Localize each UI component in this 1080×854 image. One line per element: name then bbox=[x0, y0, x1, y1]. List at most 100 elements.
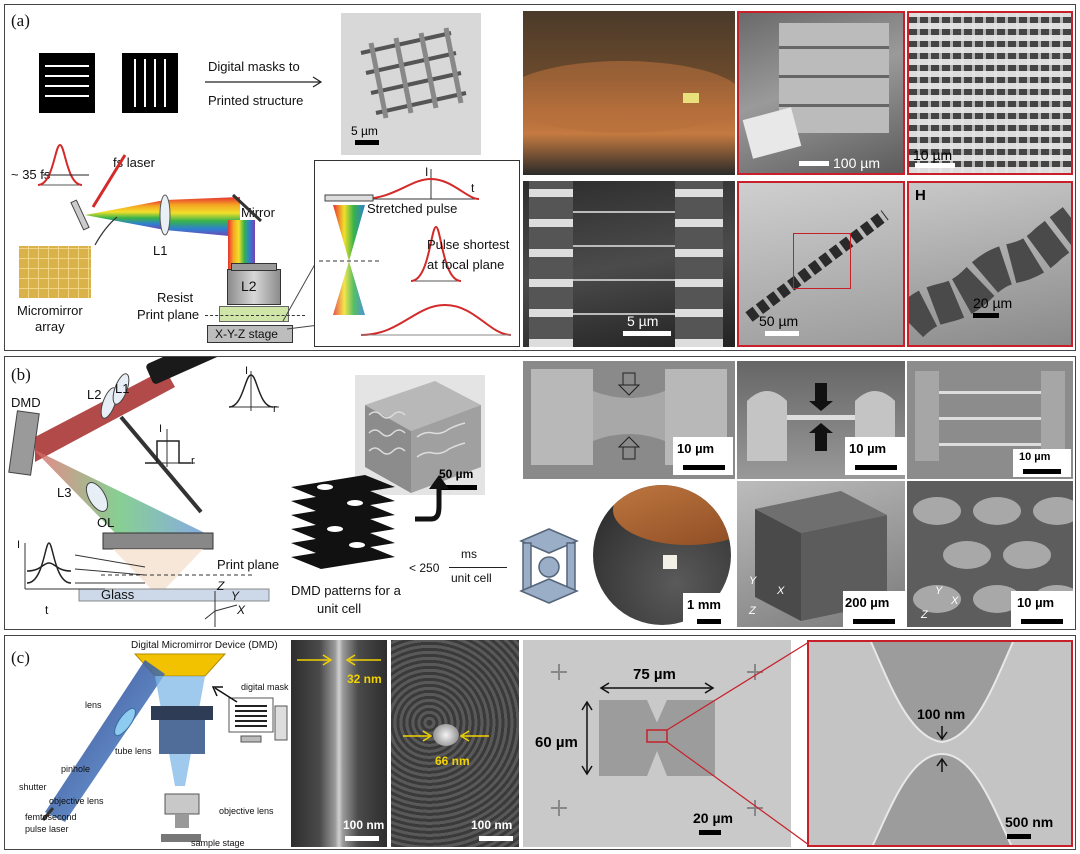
axis-x-b: X bbox=[237, 603, 246, 617]
helix-zoom-label-h: H bbox=[915, 187, 926, 204]
penny-scale-bar bbox=[697, 619, 721, 624]
nanogap-zoom-sem-image: 100 nm 500 nm bbox=[807, 640, 1073, 847]
nanogap-scale-bar bbox=[1007, 834, 1031, 839]
digital-mask-label: digital mask bbox=[241, 682, 289, 692]
stage-label: X-Y-Z stage bbox=[215, 327, 278, 341]
cube-b-sem-image: 200 µm Y X Z bbox=[737, 481, 905, 627]
lattice-scale-bar bbox=[437, 485, 477, 490]
focal-cone bbox=[319, 194, 379, 315]
monitor-icon bbox=[228, 697, 288, 743]
dmd-label: DMD bbox=[11, 395, 41, 410]
axis-z-b: Z bbox=[217, 579, 225, 593]
cube-zoom-sem-image: 10 µm bbox=[907, 11, 1073, 175]
nanodot-width-label: 66 nm bbox=[435, 754, 470, 768]
timing-top: ms bbox=[461, 547, 477, 561]
bridge-scale-bar bbox=[855, 465, 897, 470]
timing-fraction-line bbox=[449, 567, 507, 568]
panel-c: (c) Digital Micromirror Device (DMD) dig… bbox=[4, 635, 1076, 850]
lattice-zoom-axis-x: X bbox=[951, 595, 959, 607]
lattice-zoom-scale-label: 10 µm bbox=[1017, 595, 1055, 610]
nanodot-sem-image: 66 nm 100 nm bbox=[391, 640, 519, 847]
helix-zoom-scale-bar bbox=[973, 313, 999, 318]
print-plane-line bbox=[205, 315, 305, 316]
xyz-stage bbox=[207, 325, 293, 343]
l2-label: L2 bbox=[241, 278, 257, 294]
inset-connector-lines bbox=[282, 256, 320, 330]
objective-l2 bbox=[227, 269, 281, 305]
glass-label: Glass bbox=[101, 587, 135, 602]
cube-scale-bar bbox=[799, 161, 829, 166]
masks-to-text-2: Printed structure bbox=[208, 93, 304, 108]
timing-bottom: unit cell bbox=[451, 571, 492, 585]
intensity-axis-label: I bbox=[17, 539, 21, 551]
woodpile-scale-label: 5 µm bbox=[351, 124, 378, 138]
digital-mask-arrow bbox=[211, 686, 238, 703]
beams-scale-bar bbox=[1023, 469, 1061, 474]
micromirror-array-image bbox=[19, 246, 91, 298]
objective-lens-2-label: objective lens bbox=[219, 806, 274, 816]
lattice-zoom-axis-z: Z bbox=[921, 609, 928, 621]
lattice-sem-image: 50 µm bbox=[355, 375, 485, 495]
bowtie-scale-bar bbox=[683, 465, 725, 470]
lower-pulse-curve bbox=[360, 303, 512, 336]
lattice-zoom-scale-bar bbox=[1021, 619, 1063, 624]
flattop-axis-i: I bbox=[159, 423, 163, 435]
bridge-overview-scale-bar bbox=[699, 830, 721, 835]
inset-axis-t: t bbox=[471, 181, 475, 195]
micromirror-label-2: array bbox=[35, 319, 65, 334]
flattop-profile-icon bbox=[145, 429, 195, 467]
mask-vertical-lines bbox=[122, 53, 178, 113]
shutter-label: shutter bbox=[19, 782, 47, 792]
bridge-dim-75: 75 µm bbox=[633, 666, 676, 683]
cube-b-axis-y: Y bbox=[749, 575, 757, 587]
gaussian-axis-i: I bbox=[245, 365, 249, 377]
stretched-pulse-label: Stretched pulse bbox=[367, 201, 458, 216]
objective-lens-1-label: objective lens bbox=[49, 796, 104, 806]
panel-a-label: (a) bbox=[11, 11, 30, 30]
l2-b-label: L2 bbox=[87, 387, 102, 402]
bowtie-scale-label: 10 µm bbox=[677, 441, 715, 456]
lattice-zoom-sem-image: 10 µm Y X Z bbox=[907, 481, 1073, 627]
resist-label: Resist bbox=[157, 290, 194, 305]
gaussian-profile-icon bbox=[228, 371, 279, 411]
scaffold-scale-label: 5 µm bbox=[627, 313, 659, 329]
bridge-overview-sem-image: 75 µm 60 µm 20 µm bbox=[523, 640, 791, 847]
focal-pulse-curve bbox=[410, 225, 462, 282]
lens-l1-label: L1 bbox=[153, 243, 168, 258]
bridge-scale-label: 10 µm bbox=[849, 441, 887, 456]
axis-y-b: Y bbox=[231, 589, 240, 603]
panel-a: (a) Digital masks to Printed structure bbox=[4, 4, 1076, 351]
panel-c-label: (c) bbox=[11, 648, 30, 667]
tube-lens-label: tube lens bbox=[115, 746, 152, 756]
stretched-pulse-curve bbox=[360, 169, 480, 200]
penny-scale-label: 1 mm bbox=[687, 597, 721, 612]
lattice-zoom-axis-y: Y bbox=[935, 585, 943, 597]
inset-axis-i: I bbox=[425, 165, 429, 179]
ol-label: OL bbox=[97, 515, 115, 530]
resist-layer bbox=[219, 306, 289, 322]
dmd-patterns-label-1: DMD patterns for a bbox=[291, 583, 401, 598]
zoom-scale-bar bbox=[915, 163, 955, 168]
timing-left: < 250 bbox=[409, 561, 440, 575]
print-plane-label: Print plane bbox=[137, 307, 200, 322]
short-pulse-icon bbox=[37, 143, 83, 186]
helix-sem-image: 50 µm bbox=[737, 181, 905, 347]
bowtie-sem-image: 10 µm bbox=[523, 361, 735, 479]
objective-body bbox=[231, 263, 277, 271]
pulse-duration-label: ~ 35 fs bbox=[11, 167, 51, 182]
mask-horizontal-lines bbox=[39, 53, 95, 113]
helix-scale-bar bbox=[765, 331, 799, 336]
optical-path-b bbox=[8, 369, 270, 602]
pulse-shortest-label-1: Pulse shortest bbox=[427, 237, 510, 252]
panel-b: (b) πShaper DMD L2 L1 L3 I r bbox=[4, 356, 1076, 630]
helix-scale-label: 50 µm bbox=[759, 313, 799, 329]
l3-b-label: L3 bbox=[57, 485, 72, 500]
masks-to-text-1: Digital masks to bbox=[208, 59, 300, 74]
cube-b-axis-z: Z bbox=[749, 605, 756, 617]
woodpile-scale-bar bbox=[355, 140, 379, 145]
zoom-scale-label: 10 µm bbox=[913, 147, 953, 163]
nanoline-sem-image: 32 nm 100 nm bbox=[291, 640, 387, 847]
dmd-c-label: Digital Micromirror Device (DMD) bbox=[131, 640, 278, 651]
time-axis-label: t bbox=[45, 603, 49, 617]
beams-sem-image: 10 µm bbox=[907, 361, 1073, 479]
